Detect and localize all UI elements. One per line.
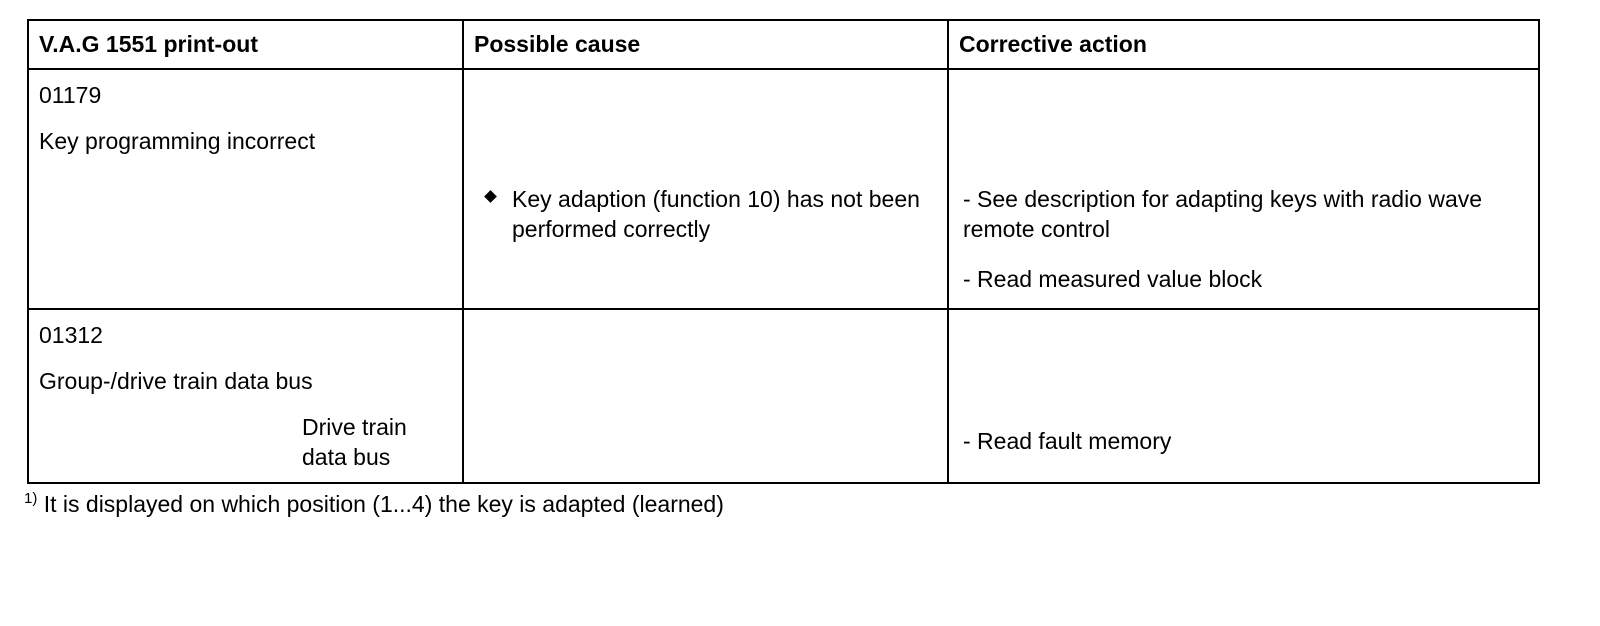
table-row: 01312 Group-/drive train data bus Drive … [27,308,1540,484]
header-corrective-action: Corrective action [947,19,1540,70]
fault-sub-label: Drive train data bus [302,414,407,470]
fault-description: Group-/drive train data bus [39,368,313,394]
corrective-action-item: - Read fault memory [963,428,1172,454]
table-row: 01179 Key programming incorrect Key adap… [27,68,1540,310]
printout-cell: 01312 Group-/drive train data bus Drive … [27,308,464,484]
corrective-action-item: - See description for adapting keys with… [963,186,1483,242]
table-header-row: V.A.G 1551 print-out Possible cause Corr… [27,19,1540,70]
cause-cell: Key adaption (function 10) has not been … [462,68,949,310]
diagnostic-table: V.A.G 1551 print-out Possible cause Corr… [27,19,1540,484]
printout-cell: 01179 Key programming incorrect [27,68,464,310]
corrective-action-item: - Read measured value block [963,266,1263,292]
cause-text: Key adaption (function 10) has not been … [512,186,920,242]
footnote: 1) It is displayed on which position (1.… [24,489,724,519]
footnote-text: It is displayed on which position (1...4… [37,491,724,517]
action-cell: - Read fault memory [947,308,1540,484]
header-printout: V.A.G 1551 print-out [27,19,464,70]
diamond-bullet-icon [484,190,497,203]
cause-item: Key adaption (function 10) has not been … [484,184,926,244]
footnote-marker: 1) [24,490,38,507]
cause-cell [462,308,949,484]
fault-description: Key programming incorrect [39,128,316,154]
header-possible-cause: Possible cause [462,19,949,70]
action-cell: - See description for adapting keys with… [947,68,1540,310]
fault-code: 01179 [39,82,102,108]
fault-code: 01312 [39,322,103,348]
